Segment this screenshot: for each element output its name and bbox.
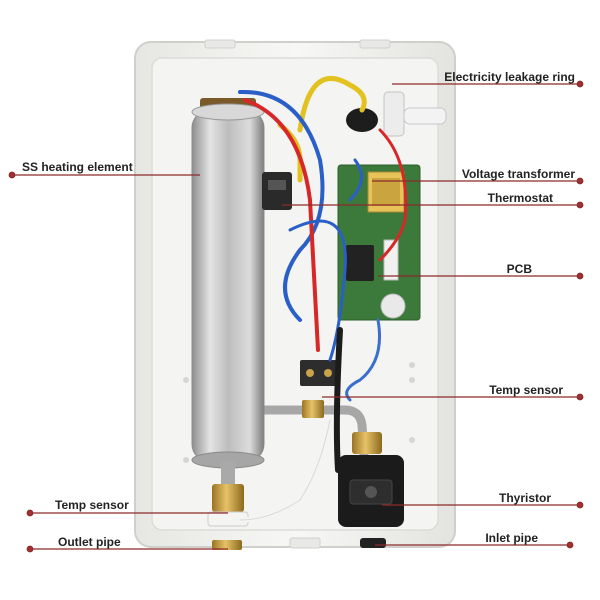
callout-leaders	[8, 80, 584, 553]
label-temp-sensor-right: Temp sensor	[489, 383, 563, 397]
leakage-ring-component	[346, 91, 447, 137]
wiring	[237, 75, 408, 523]
label-leakage-ring: Electricity leakage ring	[444, 70, 575, 84]
label-thermostat: Thermostat	[487, 191, 553, 205]
label-temp-sensor-left: Temp sensor	[55, 498, 129, 512]
thyristor-component	[338, 455, 404, 527]
thermostat-component	[262, 172, 292, 210]
temp-sensor-block	[300, 360, 340, 386]
label-inlet-pipe: Inlet pipe	[485, 531, 538, 545]
label-thyristor: Thyristor	[498, 491, 551, 505]
label-voltage-transformer: Voltage transformer	[461, 167, 575, 181]
pcb-board	[337, 164, 421, 321]
label-pcb: PCB	[506, 262, 532, 276]
inlet-pipe-assembly	[257, 400, 386, 548]
heating-element-tube	[191, 98, 265, 550]
label-outlet-pipe: Outlet pipe	[58, 535, 121, 549]
label-heating-element: SS heating element	[22, 160, 133, 174]
